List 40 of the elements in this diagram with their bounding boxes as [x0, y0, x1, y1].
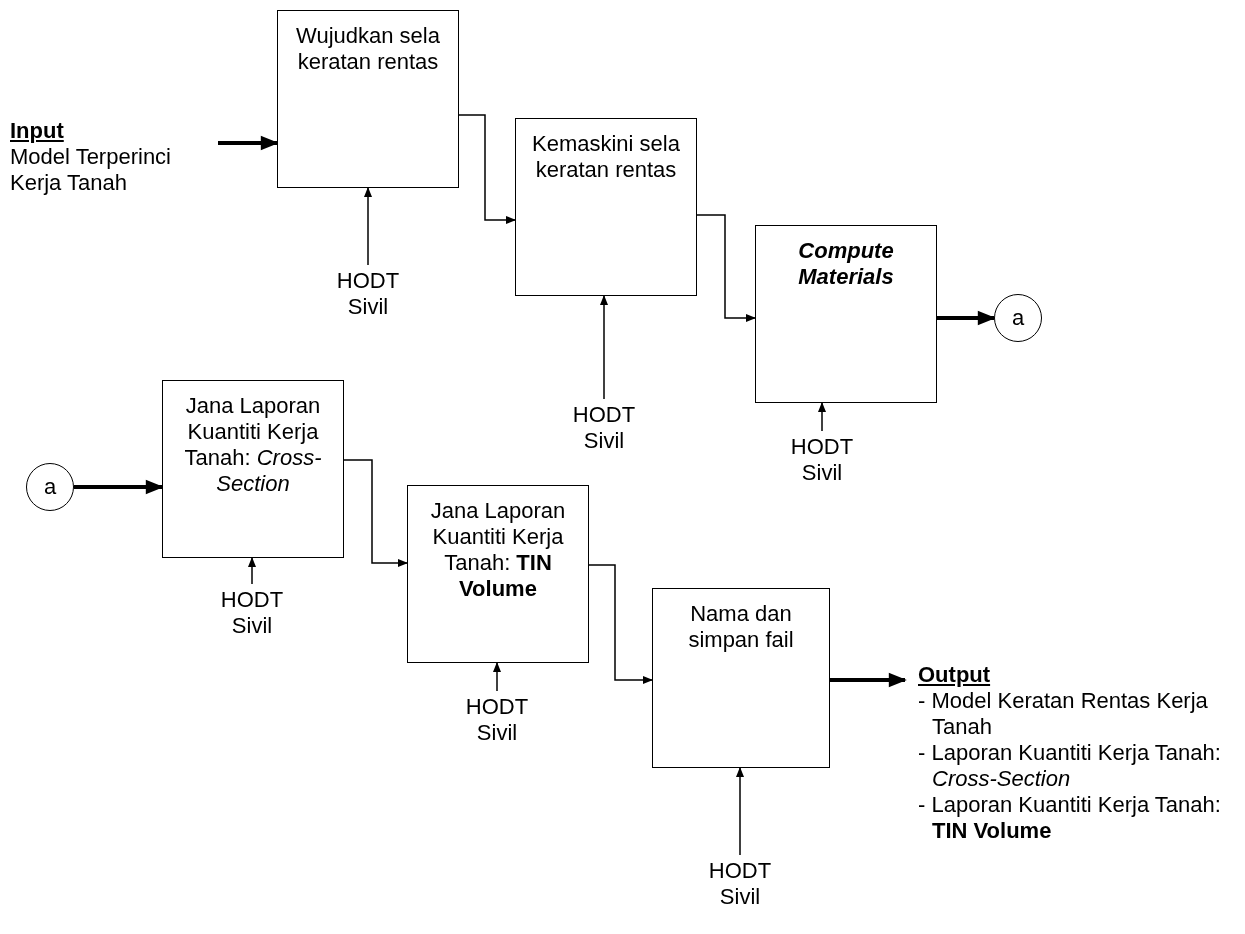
process-text: Jana Laporan Kuantiti Kerja Tanah: TIN Volume — [429, 498, 567, 602]
arrow — [343, 459, 408, 567]
arrow — [493, 662, 501, 692]
arrow — [248, 557, 256, 585]
io-heading: Output — [918, 662, 991, 688]
io-text: Model Terperinci Kerja Tanah — [10, 144, 172, 196]
connector-circle: a — [994, 294, 1042, 342]
tool-label: HODT Sivil — [335, 268, 401, 320]
arrow — [736, 767, 744, 856]
arrow — [696, 214, 756, 322]
io-text: - Model Keratan Rentas Kerja Tanah — [918, 688, 1209, 740]
tool-label: HODT Sivil — [571, 402, 637, 454]
arrow — [600, 295, 608, 400]
connector-circle: a — [26, 463, 74, 511]
io-text: - Laporan Kuantiti Kerja Tanah: TIN Volume — [918, 792, 1222, 844]
arrow — [588, 564, 653, 684]
process-box — [407, 485, 589, 663]
process-text: Jana Laporan Kuantiti Kerja Tanah: Cross-Section — [183, 393, 323, 497]
tool-label: HODT Sivil — [707, 858, 773, 910]
process-text: Kemaskini sela keratan rentas — [531, 131, 681, 183]
arrow — [830, 672, 907, 688]
process-box — [162, 380, 344, 558]
arrow — [458, 114, 516, 224]
tool-label: HODT Sivil — [219, 587, 285, 639]
arrow — [937, 310, 996, 326]
process-box — [277, 10, 459, 188]
process-text: Compute Materials — [797, 238, 895, 290]
arrow — [364, 187, 372, 266]
process-text: Nama dan simpan fail — [687, 601, 795, 653]
process-box — [652, 588, 830, 768]
io-heading: Input — [10, 118, 64, 144]
process-text: Wujudkan sela keratan rentas — [295, 23, 441, 75]
tool-label: HODT Sivil — [789, 434, 855, 486]
arrow — [818, 402, 826, 432]
process-box — [755, 225, 937, 403]
arrow — [74, 479, 164, 495]
process-box — [515, 118, 697, 296]
arrow — [218, 135, 279, 151]
io-text: - Laporan Kuantiti Kerja Tanah: Cross-Section — [918, 740, 1222, 792]
tool-label: HODT Sivil — [464, 694, 530, 746]
